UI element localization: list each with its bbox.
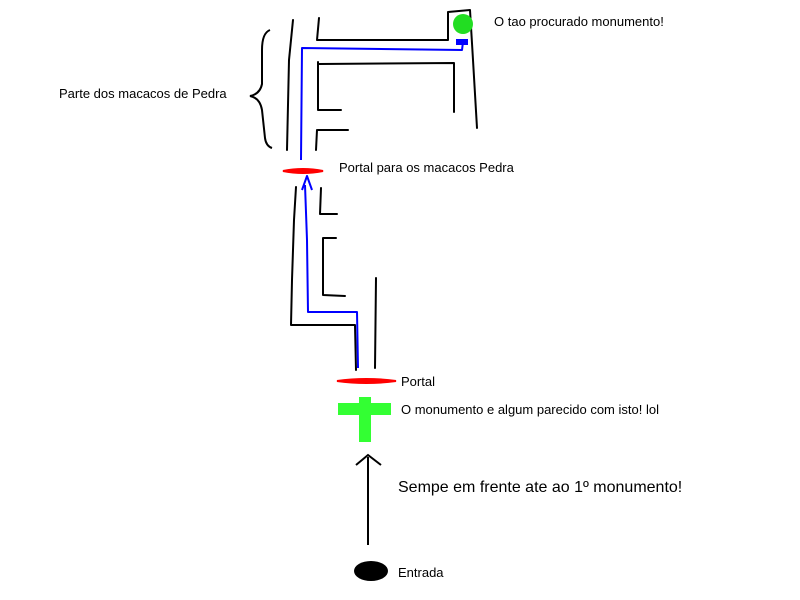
goal-marker — [456, 39, 468, 45]
maze-walls — [286, 9, 478, 371]
entrance-label: Entrada — [398, 565, 444, 580]
wall — [322, 237, 346, 297]
instruction-label: Sempe em frente ate ao 1º monumento! — [398, 479, 683, 496]
entrance-marker — [354, 561, 388, 581]
monkey-portal-label: Portal para os macacos Pedra — [339, 160, 514, 175]
forward-arrow — [355, 453, 382, 545]
goal-label: O tao procurado monumento! — [494, 14, 664, 29]
monument-post — [359, 397, 371, 442]
wall — [316, 9, 478, 129]
wall — [286, 19, 294, 151]
wall — [374, 277, 377, 369]
portal-label: Portal — [401, 374, 435, 389]
wall — [315, 129, 318, 151]
guide-path — [300, 41, 464, 369]
monument-label: O monumento e algum parecido com isto! l… — [401, 402, 659, 417]
monkeys-area-label: Parte dos macacos de Pedra — [59, 86, 227, 101]
wall — [319, 187, 338, 215]
wall — [318, 62, 455, 113]
bracket — [249, 29, 273, 149]
wall — [317, 61, 342, 111]
monkey-portal — [282, 168, 324, 174]
wall — [290, 186, 357, 371]
portal — [336, 378, 397, 384]
goal-circle — [453, 14, 473, 34]
